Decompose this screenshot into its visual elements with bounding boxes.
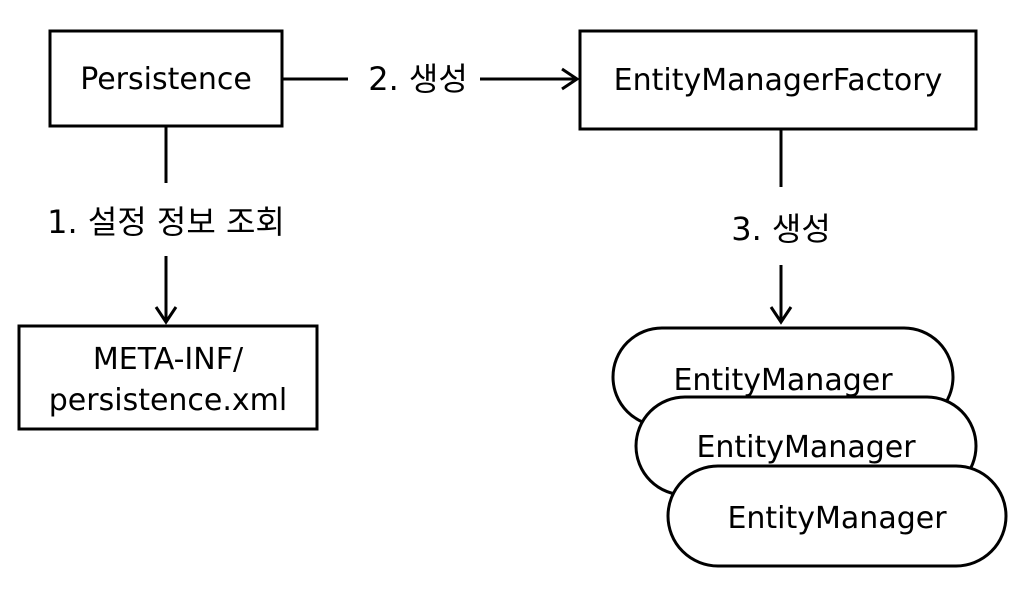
entity-manager-factory-label: EntityManagerFactory <box>614 63 943 98</box>
config-file-label-line1: META-INF/ <box>93 342 244 377</box>
edge-step1-label: 1. 설정 정보 조회 <box>47 203 285 241</box>
edge-step1-arrowhead <box>154 306 178 325</box>
edge-step3-arrowhead <box>769 306 793 325</box>
entity-manager-pill-3 <box>666 464 1008 568</box>
edge-step3: 3. 생성 <box>731 129 831 325</box>
edge-step2: 2. 생성 <box>282 60 580 98</box>
entity-manager-factory-node: EntityManagerFactory <box>578 29 978 131</box>
config-file-box <box>17 324 319 431</box>
edge-step1: 1. 설정 정보 조회 <box>47 126 285 325</box>
config-file-label-line2: persistence.xml <box>49 383 287 418</box>
entity-manager-label-3: EntityManager <box>727 501 947 536</box>
edge-step2-arrowhead <box>561 67 580 91</box>
entity-manager-label-1: EntityManager <box>673 363 893 398</box>
config-file-node: META-INF/ persistence.xml <box>17 324 319 431</box>
entity-manager-stack: EntityManager EntityManager EntityManage… <box>611 326 1008 568</box>
edge-step2-label: 2. 생성 <box>368 60 468 98</box>
persistence-node: Persistence <box>48 29 284 128</box>
persistence-box <box>48 29 284 128</box>
entity-manager-label-2: EntityManager <box>696 430 916 465</box>
entity-manager-factory-box <box>578 29 978 131</box>
edge-step3-label: 3. 생성 <box>731 210 831 248</box>
persistence-label: Persistence <box>80 62 252 97</box>
entity-manager-node-3: EntityManager <box>666 464 1008 568</box>
